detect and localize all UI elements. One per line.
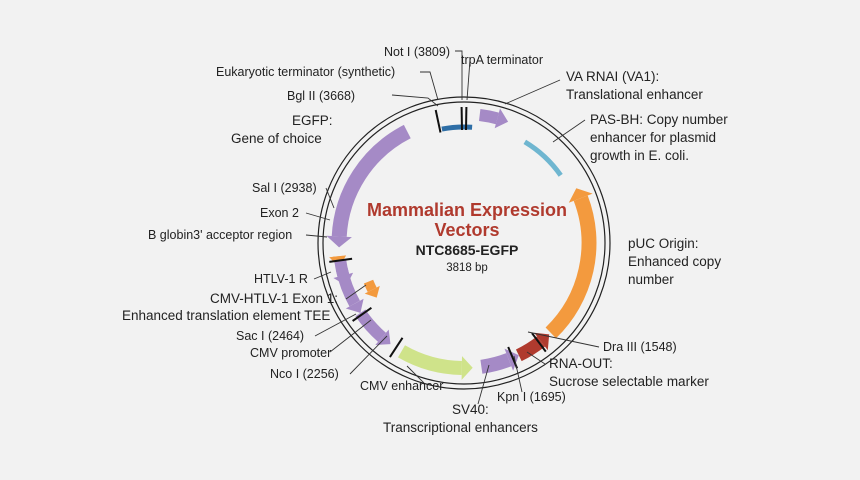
label-puc-2: Enhanced copy xyxy=(628,254,721,269)
feature-bglobin xyxy=(340,260,343,275)
leader-euk-term xyxy=(420,72,438,100)
center-plasmid-size: 3818 bp xyxy=(446,262,488,274)
label-sv40-1: SV40: xyxy=(452,402,489,417)
leader-va xyxy=(505,80,560,104)
feature-pas-bh xyxy=(525,142,561,175)
label-puc-1: pUC Origin: xyxy=(628,236,699,251)
label-cmvhtlv-1: CMV-HTLV-1 Exon 1: xyxy=(210,291,338,306)
leader-rnaout xyxy=(527,352,545,364)
label-va-1: VA RNAI (VA1): xyxy=(566,69,659,84)
label-exon2: Exon 2 xyxy=(260,206,299,220)
label-sac1: Sac I (2464) xyxy=(236,329,304,343)
label-rnaout-1: RNA-OUT: xyxy=(549,356,613,371)
feature-cmv-promoter xyxy=(360,313,382,337)
center-title-line1: Mammalian Expression xyxy=(367,200,567,220)
label-htlv1r: HTLV-1 R xyxy=(254,272,308,286)
label-nco1: Nco I (2256) xyxy=(270,367,339,381)
label-trpa: trpA terminator xyxy=(461,53,543,67)
leader-nco1 xyxy=(350,336,387,374)
label-egfp-2: Gene of choice xyxy=(231,131,322,146)
label-pas-2: enhancer for plasmid xyxy=(590,130,716,145)
feature-cmv-enhancer-arrowhead xyxy=(462,356,473,380)
label-puc-3: number xyxy=(628,272,674,287)
feature-exon1-orange xyxy=(369,282,373,290)
label-sal1: Sal I (2938) xyxy=(252,181,317,195)
label-euk-term: Eukaryotic terminator (synthetic) xyxy=(216,65,395,79)
leader-bgl2 xyxy=(392,95,438,106)
label-cmvprom: CMV promoter xyxy=(250,346,331,360)
center-title-line2: Vectors xyxy=(434,220,499,240)
label-kpn1: Kpn I (1695) xyxy=(497,390,566,404)
center-plasmid-name: NTC8685-EGFP xyxy=(416,242,519,258)
label-cmvhtlv-2: Enhanced translation element TEE xyxy=(122,308,330,323)
feature-egfp-arrowhead xyxy=(326,236,352,248)
label-va-2: Translational enhancer xyxy=(566,87,703,102)
label-dra3: Dra III (1548) xyxy=(603,340,677,354)
feature-va-rnai xyxy=(480,115,498,118)
label-cmvenh: CMV enhancer xyxy=(360,379,443,393)
label-egfp-1: EGFP: xyxy=(292,113,333,128)
label-sv40-2: Transcriptional enhancers xyxy=(383,420,538,435)
feature-rna-out xyxy=(519,342,541,356)
label-bgl2: Bgl II (3668) xyxy=(287,89,355,103)
label-bglobin: B globin3' acceptor region xyxy=(148,228,292,242)
label-pas-1: PAS-BH: Copy number xyxy=(590,112,728,127)
label-pas-3: growth in E. coli. xyxy=(590,148,689,163)
feature-trpa-blue xyxy=(442,127,472,129)
feature-cmv-enhancer xyxy=(402,351,462,368)
label-rnaout-2: Sucrose selectable marker xyxy=(549,374,709,389)
leader-bglobin xyxy=(306,235,327,237)
tick-bgl2 xyxy=(436,110,441,133)
feature-sv40 xyxy=(481,360,508,367)
feature-egfp xyxy=(339,132,407,237)
label-not1: Not I (3809) xyxy=(384,45,450,59)
